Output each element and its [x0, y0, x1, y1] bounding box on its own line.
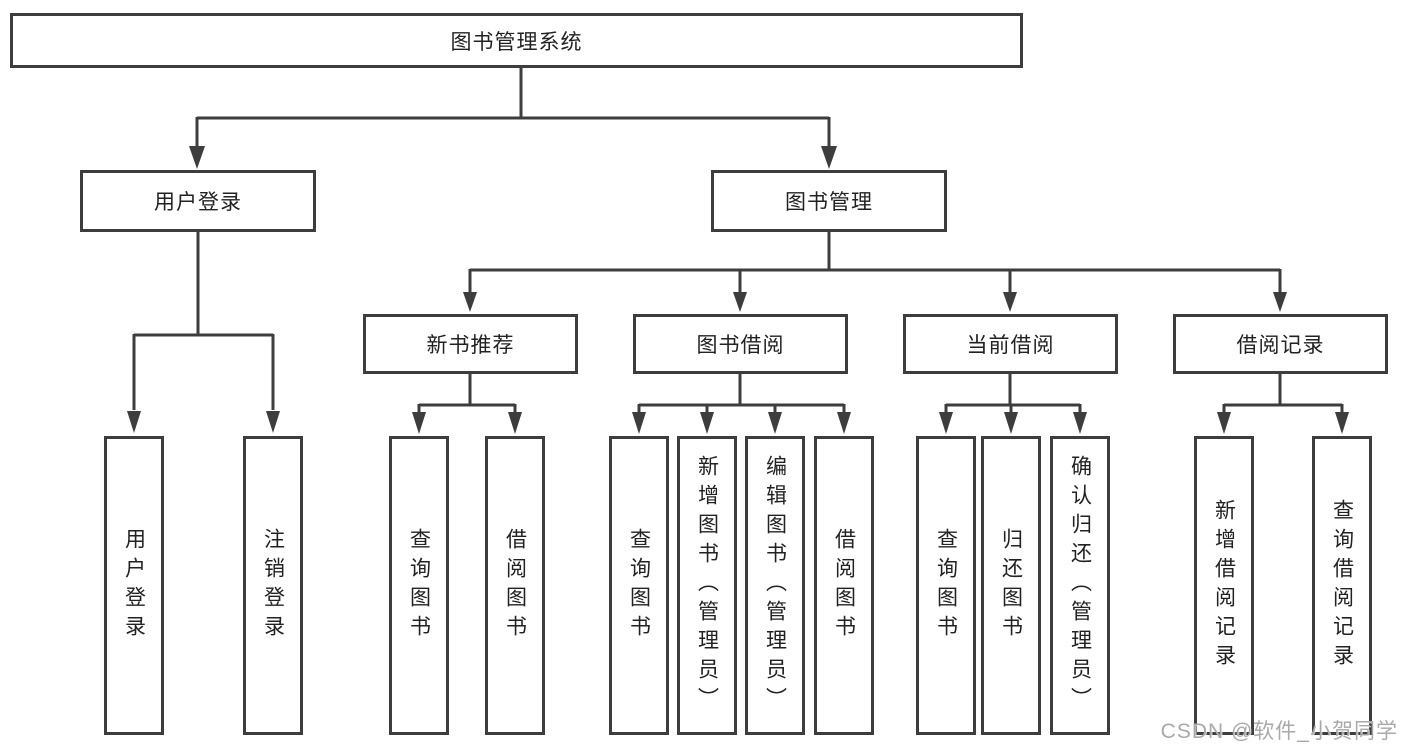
leaf-add-borrow-record: 新增借阅记录 [1194, 436, 1254, 735]
node-borrow-records: 借阅记录 [1173, 314, 1388, 374]
leaf-add-book-admin-label: 新增图书（管理员） [695, 455, 719, 716]
node-book-borrow: 图书借阅 [633, 314, 848, 374]
leaf-query-books-3: 查询图书 [916, 436, 976, 735]
leaf-user-login: 用户登录 [104, 436, 164, 735]
leaf-borrow-books-1: 借阅图书 [485, 436, 545, 735]
leaf-query-books-2: 查询图书 [609, 436, 669, 735]
node-current-borrow: 当前借阅 [903, 314, 1118, 374]
leaf-logout-label: 注销登录 [261, 527, 285, 644]
leaf-edit-book-admin-label: 编辑图书（管理员） [763, 455, 787, 716]
leaf-add-borrow-record-label: 新增借阅记录 [1212, 498, 1236, 673]
leaf-query-borrow-record: 查询借阅记录 [1312, 436, 1372, 735]
leaf-query-books-2-label: 查询图书 [627, 527, 651, 644]
leaf-user-login-label: 用户登录 [122, 527, 146, 644]
leaf-logout: 注销登录 [243, 436, 303, 735]
node-new-book-recommend: 新书推荐 [363, 314, 578, 374]
leaf-add-book-admin: 新增图书（管理员） [677, 436, 737, 735]
leaf-query-books-1-label: 查询图书 [407, 527, 431, 644]
node-root: 图书管理系统 [10, 13, 1023, 68]
leaf-query-borrow-record-label: 查询借阅记录 [1330, 498, 1354, 673]
leaf-borrow-books-2-label: 借阅图书 [832, 527, 856, 644]
leaf-edit-book-admin: 编辑图书（管理员） [745, 436, 805, 735]
node-book-management: 图书管理 [711, 170, 947, 232]
node-user-login: 用户登录 [80, 170, 316, 232]
leaf-return-book: 归还图书 [981, 436, 1041, 735]
leaf-borrow-books-1-label: 借阅图书 [503, 527, 527, 644]
watermark: CSDN @软件_小贺同学 [1160, 720, 1398, 743]
leaf-confirm-return-admin-label: 确认归还（管理员） [1068, 455, 1092, 716]
leaf-confirm-return-admin: 确认归还（管理员） [1050, 436, 1110, 735]
leaf-return-book-label: 归还图书 [999, 527, 1023, 644]
leaf-borrow-books-2: 借阅图书 [814, 436, 874, 735]
leaf-query-books-1: 查询图书 [389, 436, 449, 735]
leaf-query-books-3-label: 查询图书 [934, 527, 958, 644]
